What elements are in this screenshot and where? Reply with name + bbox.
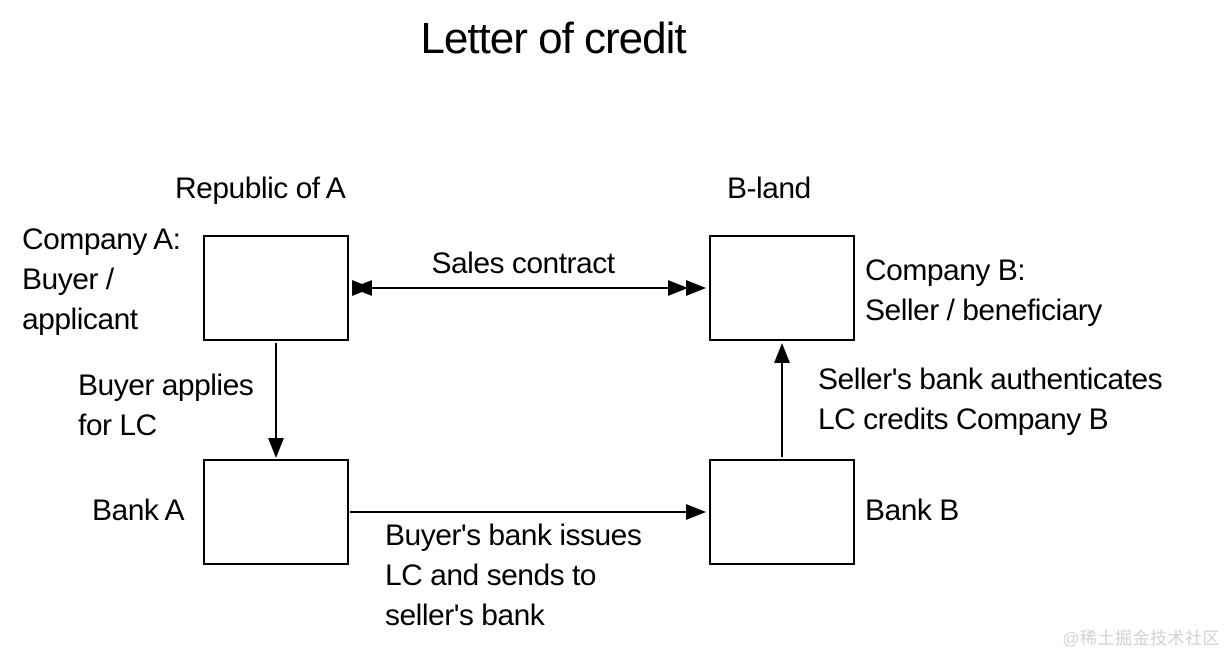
region-label-b-land: B-land: [727, 172, 811, 205]
sales-contract-arrowhead-right: [686, 280, 706, 296]
company-b-box: [709, 235, 855, 341]
bank-issues-label: Buyer's bank issues LC and sends to sell…: [385, 519, 642, 632]
company-a-box: [203, 235, 349, 341]
bank-issues-arrowhead: [686, 504, 706, 520]
diagram-title: Letter of credit: [420, 14, 686, 63]
sales-contract-arrowhead-left: [352, 280, 372, 296]
buyer-applies-arrowhead: [268, 438, 284, 458]
bank-a-box: [203, 459, 349, 565]
bank-a-label: Bank A: [92, 494, 185, 527]
company-b-label: Company B: Seller / beneficiary: [865, 254, 1102, 327]
watermark-text: @稀土掘金技术社区: [1062, 629, 1220, 648]
buyer-applies-label: Buyer applies for LC: [78, 369, 254, 442]
sales-contract-label: Sales contract: [431, 247, 615, 280]
region-label-republic-of-a: Republic of A: [175, 172, 346, 205]
company-a-label: Company A: Buyer / applicant: [22, 223, 181, 336]
bank-b-box: [709, 459, 855, 565]
bank-auth-label: Seller's bank authenticates LC credits C…: [818, 363, 1163, 436]
bank-auth-arrowhead: [774, 343, 790, 363]
bank-b-label: Bank B: [865, 494, 959, 527]
